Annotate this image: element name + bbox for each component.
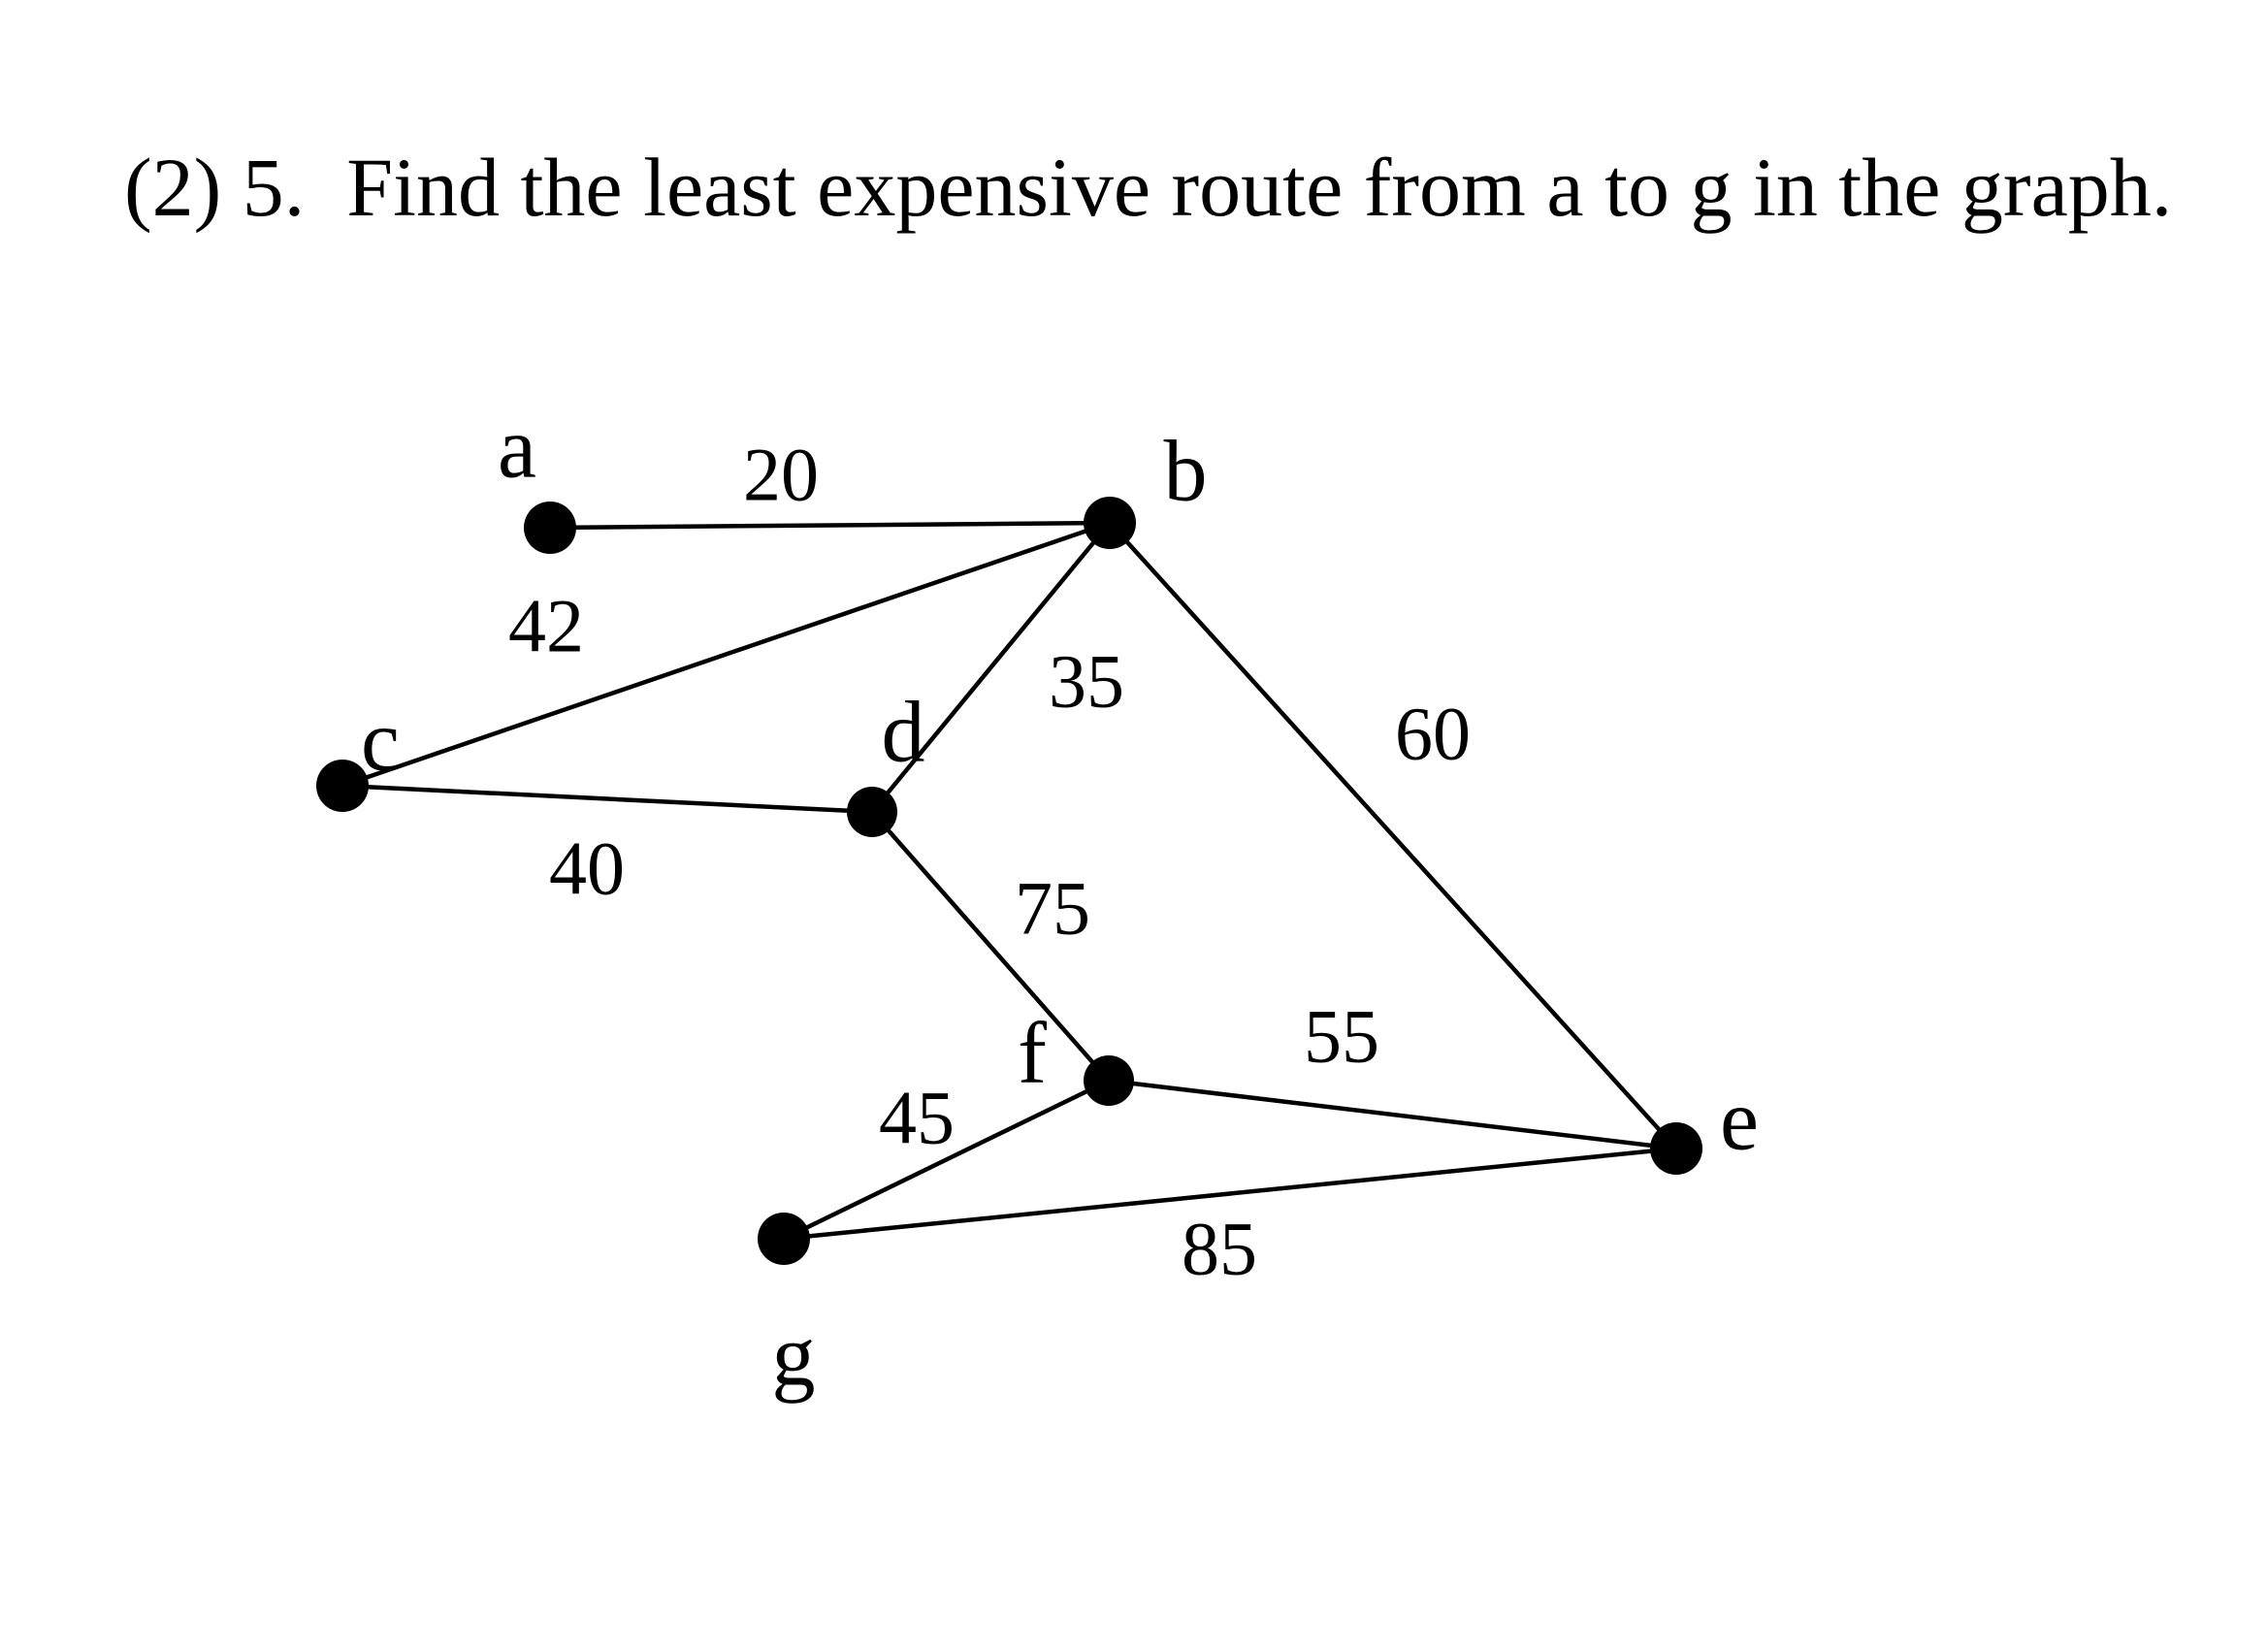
node-label-b: b bbox=[1164, 424, 1208, 520]
graph-node-labels: a b c d e f g bbox=[361, 401, 1759, 1405]
graph-edges bbox=[340, 520, 1679, 1242]
node-f bbox=[1084, 1055, 1134, 1106]
edge-weight-f-e: 55 bbox=[1304, 994, 1379, 1079]
node-a bbox=[524, 502, 576, 554]
edge-b-d bbox=[869, 520, 1113, 815]
node-d bbox=[847, 787, 897, 837]
node-label-d: d bbox=[882, 685, 925, 781]
edge-weight-d-f: 75 bbox=[1015, 866, 1090, 951]
node-b bbox=[1084, 497, 1136, 549]
edge-b-c bbox=[340, 520, 1113, 789]
graph-edge-weights: 20 42 35 60 40 75 55 45 85 bbox=[508, 433, 1471, 1291]
edge-c-d bbox=[340, 783, 875, 815]
edge-weight-b-c: 42 bbox=[508, 584, 584, 668]
node-c bbox=[316, 760, 369, 812]
edge-f-g bbox=[781, 1078, 1112, 1242]
node-label-a: a bbox=[498, 401, 536, 497]
edge-weight-c-d: 40 bbox=[549, 826, 625, 911]
node-label-e: e bbox=[1720, 1073, 1759, 1169]
graph-nodes bbox=[316, 497, 1702, 1265]
node-g bbox=[758, 1213, 810, 1265]
edge-weight-a-b: 20 bbox=[743, 433, 819, 517]
node-label-f: f bbox=[1018, 1006, 1047, 1102]
node-label-g: g bbox=[772, 1309, 816, 1405]
problem-title: (2) 5. Find the least expensive route fr… bbox=[124, 141, 2173, 234]
node-e bbox=[1650, 1122, 1702, 1175]
edge-f-e bbox=[1106, 1078, 1679, 1151]
edge-weight-b-e: 60 bbox=[1395, 692, 1471, 776]
edge-b-e bbox=[1107, 520, 1679, 1151]
edge-a-b bbox=[547, 520, 1113, 531]
edge-d-f bbox=[869, 809, 1112, 1084]
edge-weight-g-e: 85 bbox=[1182, 1207, 1257, 1291]
edge-weight-b-d: 35 bbox=[1049, 639, 1124, 724]
edge-weight-f-g: 45 bbox=[879, 1076, 955, 1160]
edge-g-e bbox=[781, 1146, 1679, 1242]
node-label-c: c bbox=[361, 694, 400, 790]
